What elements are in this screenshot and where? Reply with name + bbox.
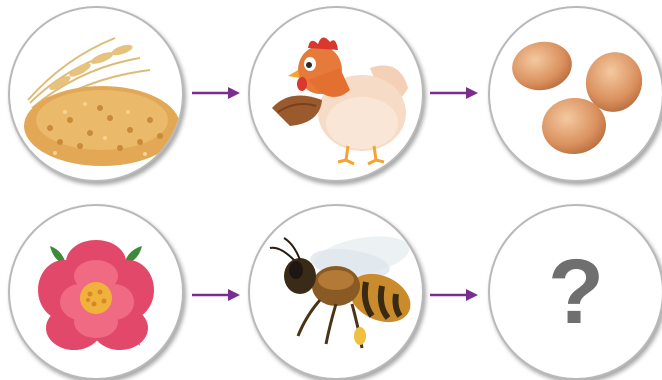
- arrow-right-icon: [430, 288, 478, 302]
- eggs-circle: [488, 6, 662, 182]
- hen-icon: [250, 8, 422, 180]
- bee-icon: [250, 206, 422, 378]
- bee-circle: [248, 204, 424, 380]
- arrow-right-icon: [192, 288, 240, 302]
- question-mark: ?: [490, 206, 662, 378]
- flower-circle: [8, 204, 184, 380]
- question-circle: ?: [488, 204, 662, 380]
- hen-circle: [248, 6, 424, 182]
- wheat-grains-icon: [10, 8, 182, 180]
- wheat-circle: [8, 6, 184, 182]
- eggs-icon: [490, 8, 662, 180]
- arrow-right-icon: [430, 86, 478, 100]
- arrow-right-icon: [192, 86, 240, 100]
- flower-icon: [10, 206, 182, 378]
